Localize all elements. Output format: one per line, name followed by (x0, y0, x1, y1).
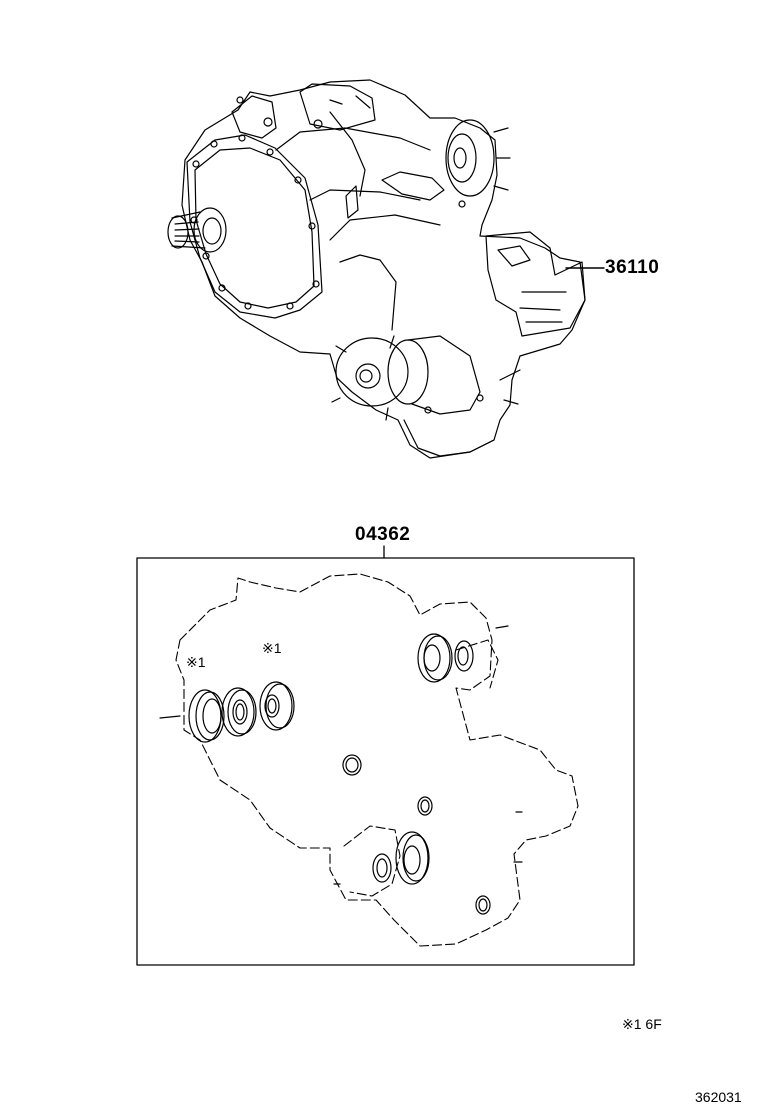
seal-middle (259, 681, 295, 731)
oring-right (417, 796, 433, 816)
seal-upper-right (417, 633, 453, 683)
seal-lower-small (372, 853, 392, 883)
part-number-04362: 04362 (355, 524, 411, 545)
housing-phantom-outline (175, 573, 579, 947)
seal-upper-right-small (454, 640, 474, 672)
footnote: ※1 6F (622, 1016, 662, 1032)
marker-middle-seal: ※1 (262, 640, 282, 656)
housing-studs (159, 625, 523, 885)
oring-lower-right (475, 895, 491, 915)
seal-lower-large (395, 831, 430, 885)
part-number-36110: 36110 (605, 257, 660, 278)
marker-left-seal: ※1 (186, 654, 206, 670)
seal-kit-box (136, 545, 635, 966)
oring-center (342, 754, 362, 776)
bearing-left (221, 687, 257, 737)
seal-left (188, 689, 225, 743)
figure-number: 362031 (695, 1089, 742, 1105)
transfer-case-illustration (167, 79, 605, 459)
